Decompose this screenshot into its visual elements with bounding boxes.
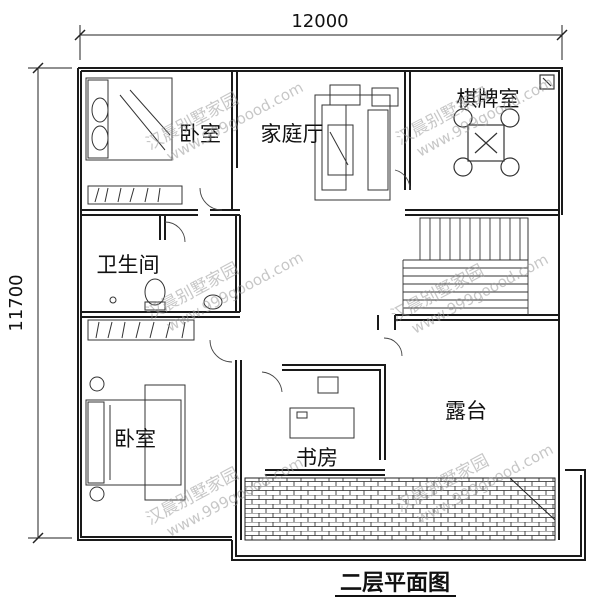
bed-bottom — [85, 376, 186, 502]
room-label-terrace: 露台 — [445, 399, 487, 423]
dimension-left: 11700 — [6, 62, 72, 544]
room-label-chess-room: 棋牌室 — [457, 87, 520, 111]
wardrobe-top — [87, 185, 183, 205]
dimension-height-text: 11700 — [6, 274, 27, 331]
watermark: 汉晨别墅家园 www.999goood.com — [143, 78, 306, 165]
terrace-edge — [509, 477, 556, 521]
terrace-tiles — [244, 477, 556, 541]
walls — [77, 67, 586, 561]
staircase — [402, 217, 529, 315]
room-label-bathroom: 卫生间 — [97, 253, 160, 277]
room-label-bedroom-top: 卧室 — [179, 122, 221, 146]
room-label-study: 书房 — [296, 446, 338, 470]
dimension-top: 12000 — [74, 11, 568, 60]
plan-title: 二层平面图 — [340, 571, 450, 596]
dimension-width-text: 12000 — [291, 11, 348, 32]
sofa-set — [314, 84, 399, 201]
bed-top — [85, 77, 173, 161]
room-label-bedroom-bottom: 卧室 — [114, 427, 156, 451]
wardrobe-bottom — [87, 319, 195, 341]
watermark: 汉晨别墅家园 www.999goood.com — [143, 248, 306, 335]
bathroom-fixtures — [109, 278, 223, 311]
chess-table — [453, 74, 555, 177]
room-label-family-hall: 家庭厅 — [261, 122, 324, 146]
door-swings — [164, 169, 411, 393]
study-desk — [289, 376, 355, 439]
